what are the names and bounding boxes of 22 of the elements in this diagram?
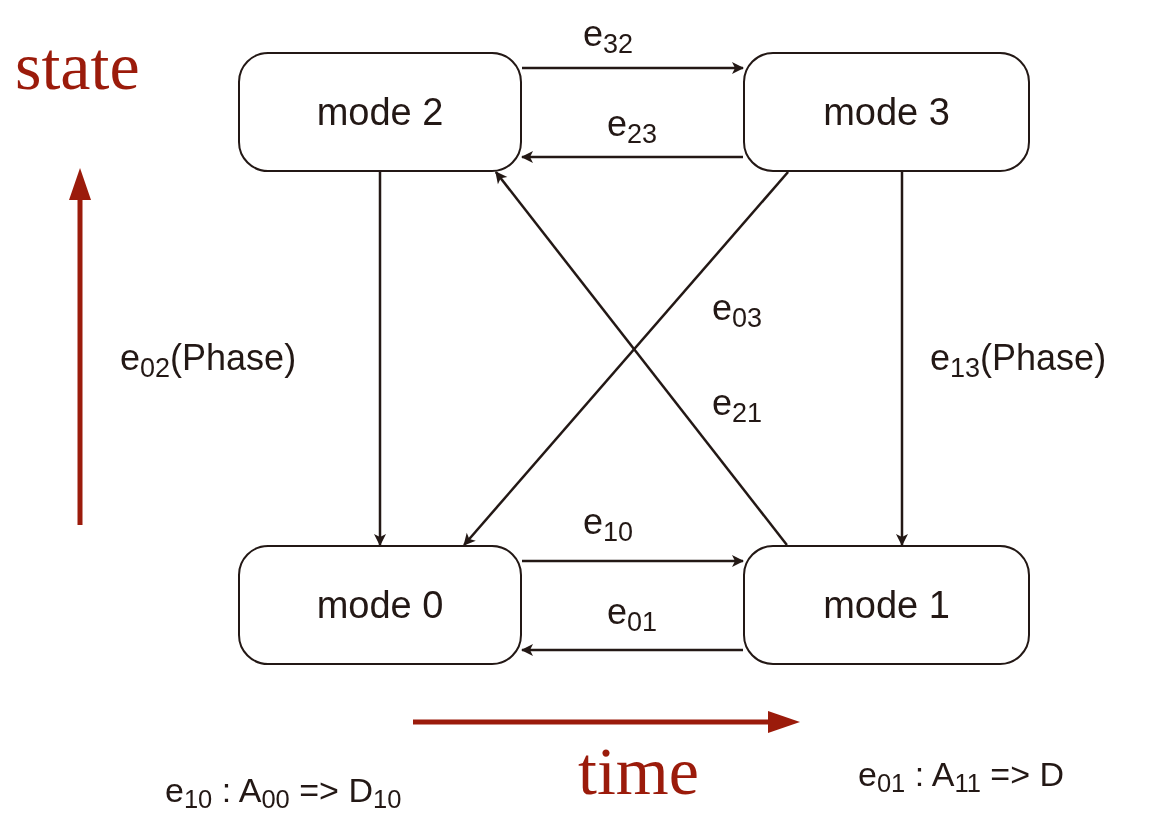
edge-label: e$_{21}$ — [712, 381, 763, 425]
arrow — [896, 172, 908, 546]
arrow — [521, 151, 743, 163]
edge-label: e$_{23}$ — [607, 102, 658, 146]
state-box: mode 1 — [743, 545, 1030, 665]
arrow — [522, 554, 744, 567]
state-label: state — [15, 30, 140, 102]
edge-label: e$_{13}$(Phase) — [930, 336, 1107, 380]
time-label: time — [578, 735, 699, 807]
state-box: mode 3 — [743, 52, 1030, 172]
formula-text: e$_{01}$ : A$_{11}$ => D — [858, 754, 1065, 796]
arrow — [522, 61, 744, 74]
edge-label: e$_{10}$ — [583, 500, 634, 544]
arrow — [521, 644, 743, 656]
edge-label: e$_{02}$(Phase) — [120, 336, 297, 380]
state-box: mode 0 — [238, 545, 522, 665]
edge-label: e$_{01}$ — [607, 590, 658, 634]
edge-label: e$_{32}$ — [583, 12, 634, 56]
state-box: mode 2 — [238, 52, 522, 172]
arrow — [374, 172, 386, 546]
edge-label: e$_{03}$ — [712, 286, 763, 330]
formula-text: e$_{10}$ : A$_{00}$ => D$_{10}$ — [165, 770, 402, 812]
